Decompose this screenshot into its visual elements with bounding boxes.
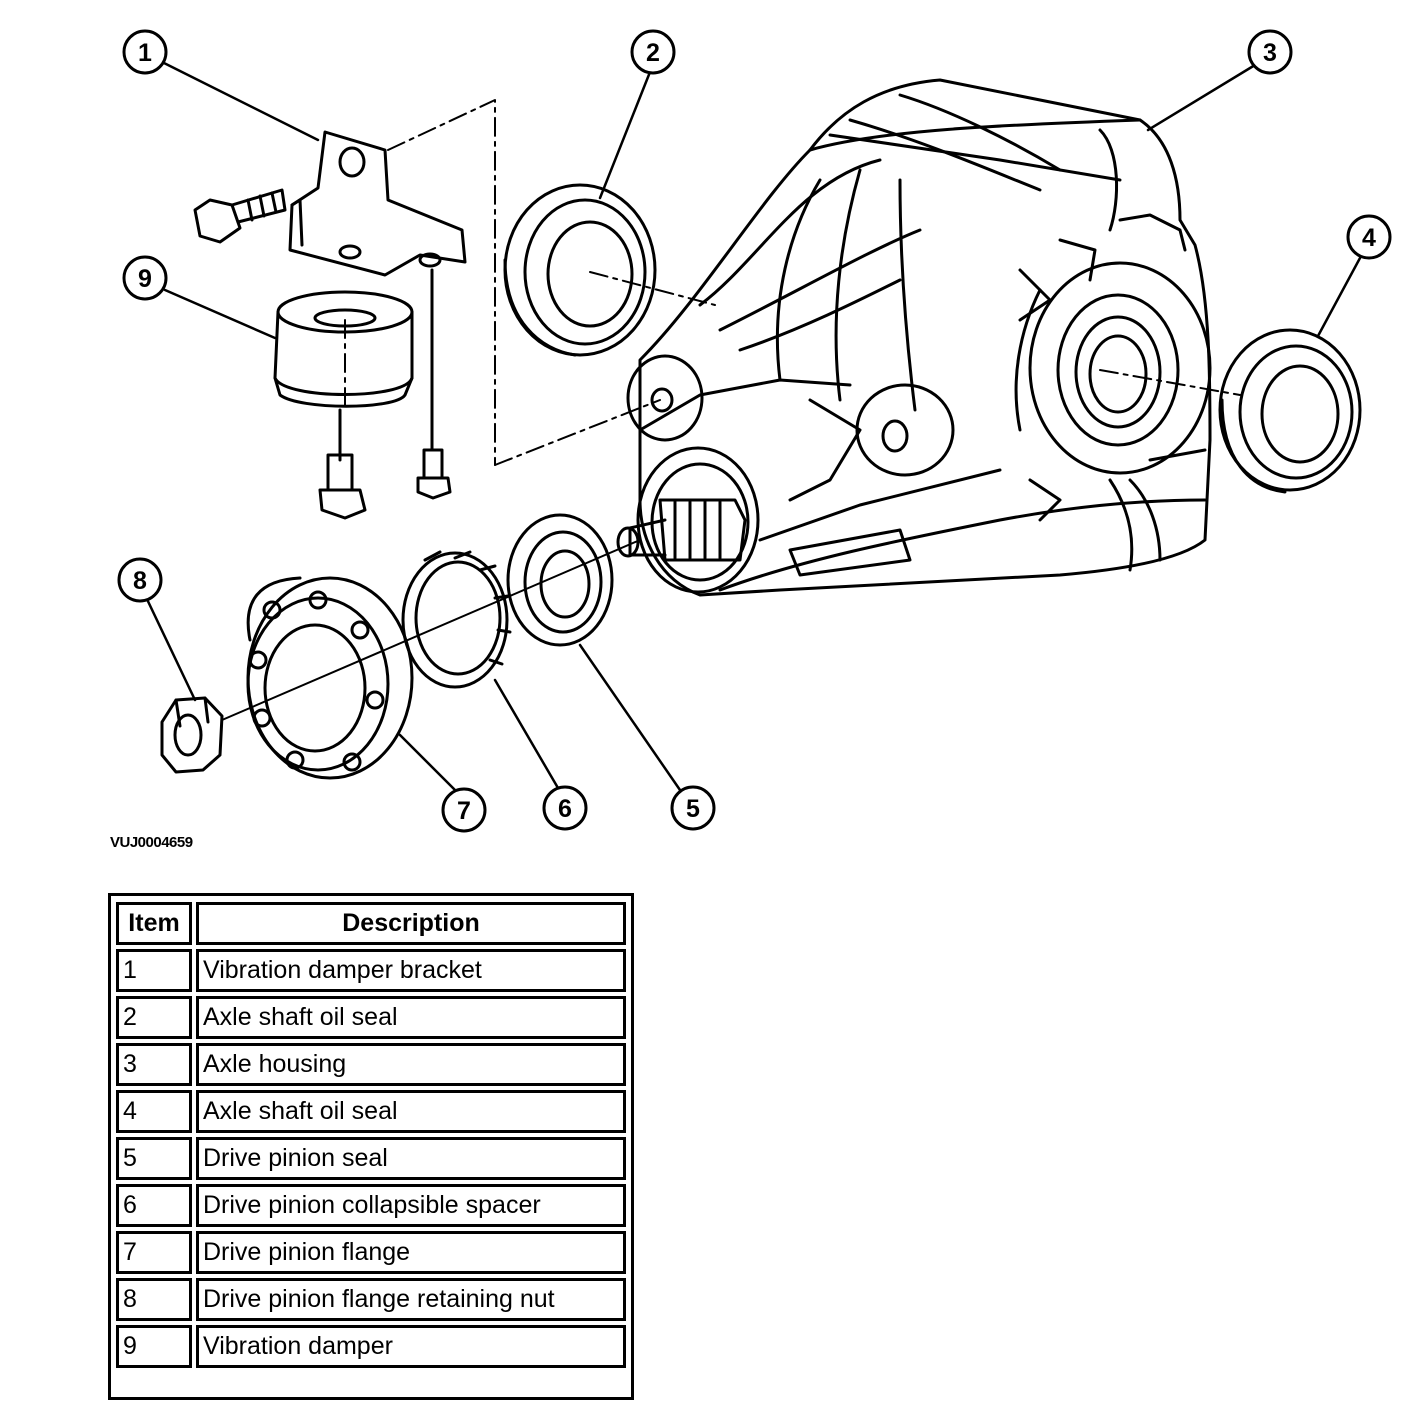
legend-item-description: Drive pinion seal <box>196 1137 626 1180</box>
callout-label-6: 6 <box>558 795 572 823</box>
legend-item-number: 3 <box>116 1043 192 1086</box>
callout-4 <box>1346 214 1392 260</box>
legend-item-description: Drive pinion flange retaining nut <box>196 1278 626 1321</box>
callout-label-7: 7 <box>457 797 471 825</box>
callout-label-2: 2 <box>646 39 660 67</box>
header-item: Item <box>116 902 192 945</box>
legend-item-description: Vibration damper bracket <box>196 949 626 992</box>
callout-label-9: 9 <box>138 265 152 293</box>
legend-item-number: 7 <box>116 1231 192 1274</box>
legend-item-description: Axle shaft oil seal <box>196 996 626 1039</box>
legend-item-number: 6 <box>116 1184 192 1227</box>
legend-item-description: Vibration damper <box>196 1325 626 1368</box>
legend-item-number: 5 <box>116 1137 192 1180</box>
callout-7 <box>441 787 487 833</box>
exploded-axle-diagram: 1 2 3 4 5 6 7 8 9 <box>117 29 1392 833</box>
vibration-damper-drawing <box>273 268 452 520</box>
center-axis-line <box>221 539 641 721</box>
callout-label-5: 5 <box>686 795 700 823</box>
leader-lines <box>143 60 1362 792</box>
vibration-damper-bracket-drawing <box>193 130 467 277</box>
callout-3 <box>1247 29 1293 75</box>
legend-item-description: Axle housing <box>196 1043 626 1086</box>
figure-id: VUJ0004659 <box>110 834 193 851</box>
legend-item-number: 8 <box>116 1278 192 1321</box>
legend-item-number: 1 <box>116 949 192 992</box>
retaining-nut-drawing <box>160 696 224 774</box>
axle-shaft-oil-seal-right-drawing <box>1218 328 1362 494</box>
header-description: Description <box>196 902 626 945</box>
callout-label-1: 1 <box>138 39 152 67</box>
callout-5 <box>670 785 716 831</box>
legend-item-description: Axle shaft oil seal <box>196 1090 626 1133</box>
axle-shaft-oil-seal-left-drawing <box>503 183 657 357</box>
callout-label-8: 8 <box>133 567 147 595</box>
collapsible-spacer-drawing <box>401 550 512 689</box>
drive-pinion-seal-drawing <box>506 513 614 647</box>
callout-2 <box>630 29 676 75</box>
callout-label-4: 4 <box>1362 224 1376 252</box>
callout-6 <box>542 785 588 831</box>
callout-label-3: 3 <box>1263 39 1277 67</box>
legend-header-row: Item Description <box>116 902 626 945</box>
callout-markers <box>117 29 1392 833</box>
assembly-lines <box>344 99 1241 466</box>
legend-item-number: 4 <box>116 1090 192 1133</box>
callout-1 <box>122 29 168 75</box>
callout-9 <box>122 255 168 301</box>
axle-housing-drawing <box>616 78 1212 597</box>
legend-item-number: 2 <box>116 996 192 1039</box>
legend-item-number: 9 <box>116 1325 192 1368</box>
legend-item-description: Drive pinion flange <box>196 1231 626 1274</box>
legend-item-description: Drive pinion collapsible spacer <box>196 1184 626 1227</box>
callout-8 <box>117 557 163 603</box>
drive-pinion-flange-drawing <box>246 576 414 780</box>
